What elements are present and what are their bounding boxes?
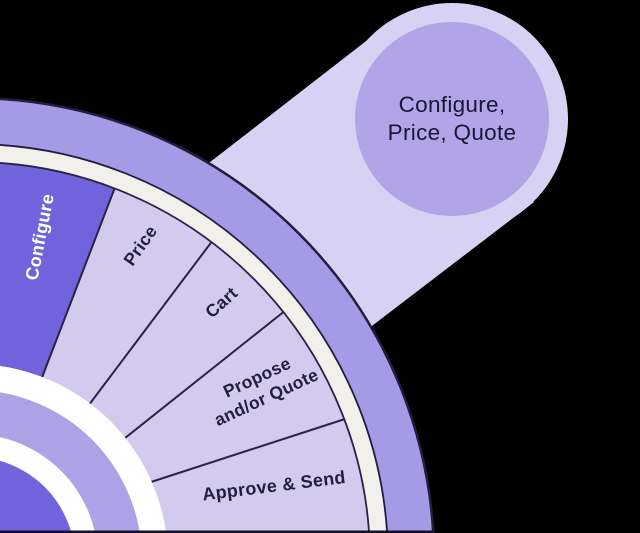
callout-group [205,3,568,329]
callout-label: Configure, Price, Quote [388,91,517,147]
callout-circle [355,22,549,216]
segment-dividers [41,188,346,483]
callout-label-line2: Price, Quote [387,120,517,145]
callout-label-line1: Configure, [398,92,506,117]
bottom-edge-line [0,530,433,533]
wheel [0,97,435,533]
wheel-core [0,460,72,533]
segment-configure-wedge [0,163,115,377]
divider-propose-approve [150,418,346,483]
divider-cart-propose [124,311,285,439]
divider-configure-price [41,188,116,378]
divider-price-cart [89,241,213,405]
